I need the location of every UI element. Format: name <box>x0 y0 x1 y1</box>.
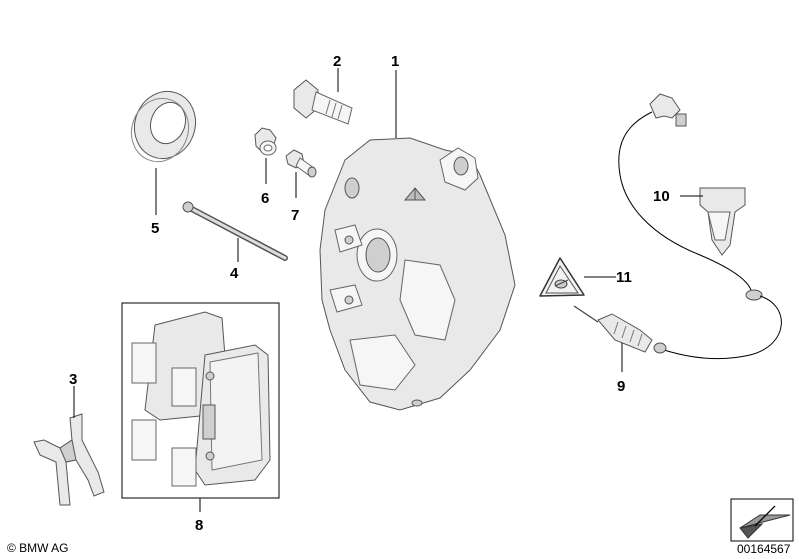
seal-ring-part <box>131 90 196 163</box>
warning-label-part <box>539 257 585 297</box>
callout-6: 6 <box>261 190 269 207</box>
bolt-part <box>293 79 353 125</box>
wear-sensor-part <box>573 93 782 360</box>
brake-caliper-part <box>319 137 516 411</box>
callout-3: 3 <box>69 371 77 388</box>
callout-4: 4 <box>230 265 239 282</box>
guide-pin-part <box>182 201 288 261</box>
bleed-fitting-part <box>254 127 277 156</box>
callout-8: 8 <box>195 517 203 534</box>
copyright-text: © BMW AG <box>7 541 69 555</box>
diagram-number: 00164567 <box>737 542 791 556</box>
sensor-bracket-part <box>699 187 746 256</box>
orientation-icon <box>730 498 794 542</box>
spring-clip-part <box>33 413 105 506</box>
callout-11: 11 <box>616 269 632 286</box>
callout-7: 7 <box>291 207 299 224</box>
brake-pad-set-part <box>131 311 271 487</box>
callout-2: 2 <box>333 53 341 70</box>
callout-5: 5 <box>151 220 159 237</box>
bleed-valve-part <box>285 149 317 178</box>
callout-10: 10 <box>653 188 670 205</box>
callout-9: 9 <box>617 378 625 395</box>
callout-1: 1 <box>391 53 399 70</box>
